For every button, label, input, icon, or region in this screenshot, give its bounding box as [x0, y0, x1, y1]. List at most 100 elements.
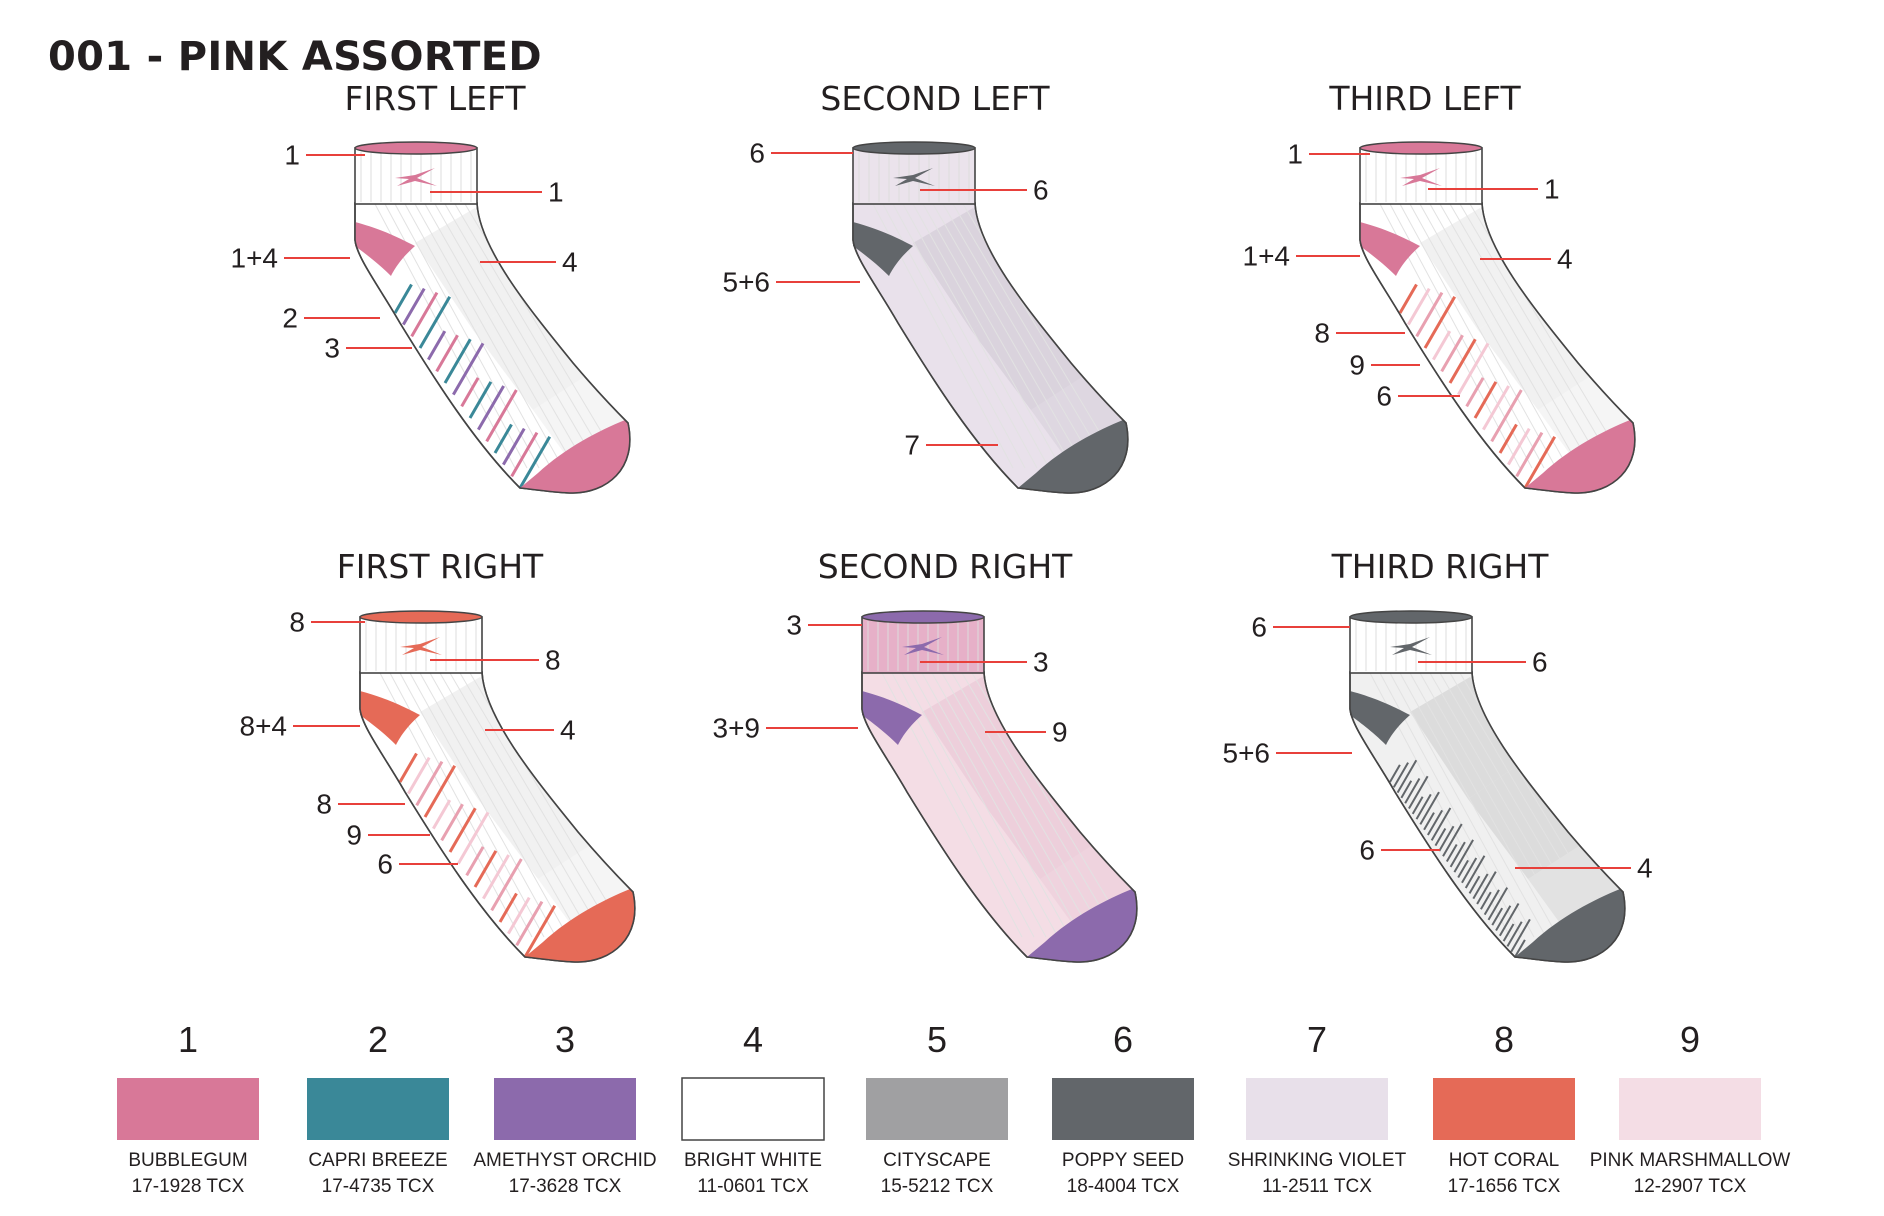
sock-6	[1349, 610, 1626, 963]
sock-rib	[1389, 672, 1535, 938]
sock-stripe	[1510, 918, 1531, 953]
legend-swatch	[1433, 1078, 1575, 1140]
legend-number: 5	[927, 1019, 947, 1060]
sock-stripe	[1432, 330, 1452, 361]
sock-rib	[892, 203, 1038, 469]
sock-logo-icon	[1400, 168, 1442, 186]
sock-stripe	[1430, 807, 1452, 841]
callout-label: 4	[562, 246, 578, 277]
sock-stripe	[507, 896, 531, 935]
sock-stripe	[1392, 762, 1409, 788]
sock-stripe	[1472, 873, 1489, 900]
legend-number: 7	[1307, 1019, 1327, 1060]
sock-stripe	[473, 850, 498, 888]
sock-outline	[852, 202, 1129, 494]
callout-label: 4	[1557, 243, 1573, 274]
sock-block	[473, 288, 595, 410]
callout-label: 1+4	[231, 242, 279, 273]
sock-toe	[1027, 889, 1137, 962]
sock-stripe	[490, 858, 523, 912]
callout-label: 4	[560, 714, 576, 745]
sock-stripe	[1483, 889, 1500, 916]
callout-label: 8	[1314, 317, 1330, 348]
legend-color-name: BUBBLEGUM	[128, 1150, 247, 1171]
sock-stripe	[1498, 902, 1520, 937]
legend-swatch	[866, 1078, 1008, 1140]
sock-logo-icon	[893, 168, 935, 186]
sock-stripe	[407, 756, 431, 795]
sock-toe	[525, 889, 635, 962]
sock-title-3: THIRD LEFT	[1328, 79, 1521, 118]
sock-5	[861, 610, 1138, 963]
legend-number: 8	[1494, 1019, 1514, 1060]
sock-rib	[1409, 672, 1559, 938]
sock-rib	[394, 203, 540, 469]
sock-stripe	[410, 291, 439, 338]
sock-rib	[1399, 672, 1547, 938]
sock-stripe	[1473, 381, 1498, 419]
sock-stripe	[1515, 431, 1544, 478]
callout-label: 8	[289, 606, 305, 637]
sock-rib	[1459, 203, 1617, 469]
sock-logo-icon	[400, 637, 442, 655]
sock-opening	[852, 141, 976, 155]
sock-title-6: THIRD RIGHT	[1331, 547, 1550, 586]
sock-rib	[1409, 203, 1557, 469]
legend-swatch	[1052, 1078, 1194, 1140]
sock-toe	[1018, 420, 1128, 493]
sock-block	[478, 757, 600, 879]
sock-outline	[1359, 202, 1636, 494]
callout-label: 1	[284, 139, 300, 170]
sock-title-5: SECOND RIGHT	[818, 547, 1073, 586]
sock-rib	[414, 203, 564, 469]
sock-rib	[952, 203, 1110, 469]
sock-rib	[922, 203, 1074, 469]
sock-rib	[941, 672, 1095, 938]
sock-stripe	[418, 295, 451, 349]
sock-blocks	[881, 672, 1137, 962]
legend-color-code: 11-0601 TCX	[697, 1176, 809, 1197]
sock-rib	[1449, 672, 1607, 938]
callout-label: 9	[1052, 716, 1068, 747]
sock-toe	[1515, 889, 1625, 962]
sock-rib	[399, 672, 545, 938]
sock-stripe	[427, 330, 447, 361]
legend-swatch	[307, 1078, 449, 1140]
sock-cuff	[1359, 147, 1483, 205]
sock-outline	[1349, 671, 1626, 963]
sock-rib	[1439, 672, 1595, 938]
legend-number: 2	[368, 1019, 388, 1060]
sock-stripe	[1502, 923, 1515, 942]
sock-stripe	[1490, 389, 1523, 443]
sock-rib	[1399, 203, 1545, 469]
sock-stripe	[1442, 823, 1463, 857]
legend-color-name: PINK MARSHMALLOW	[1590, 1150, 1791, 1171]
legend-color-name: BRIGHT WHITE	[684, 1150, 822, 1171]
legend-number: 1	[178, 1019, 198, 1060]
legend-number: 3	[555, 1019, 575, 1060]
sock-1	[354, 141, 631, 494]
callout-label: 6	[1251, 611, 1267, 642]
sock-logo-icon	[395, 168, 437, 186]
sock-rib	[429, 672, 581, 938]
sock-stripe	[448, 807, 477, 853]
sock-stripe	[1491, 907, 1504, 926]
callout-label: 1+4	[1243, 240, 1291, 271]
sock-stripe	[1411, 796, 1424, 815]
sock-stripe	[1423, 295, 1456, 349]
sock-outline	[861, 671, 1138, 963]
legend-color-code: 12-2907 TCX	[1634, 1176, 1747, 1197]
sock-stripe	[482, 854, 510, 900]
sock-rib	[912, 203, 1062, 469]
sock-rib	[951, 672, 1107, 938]
sock-rib	[901, 672, 1047, 938]
sock-rib	[1419, 203, 1569, 469]
sock-stripe	[1434, 828, 1447, 847]
sock-stripe	[1438, 825, 1455, 852]
sock-rib	[1439, 203, 1593, 469]
sock-rib	[932, 203, 1086, 469]
legend-color-name: SHRINKING VIOLET	[1228, 1150, 1407, 1171]
